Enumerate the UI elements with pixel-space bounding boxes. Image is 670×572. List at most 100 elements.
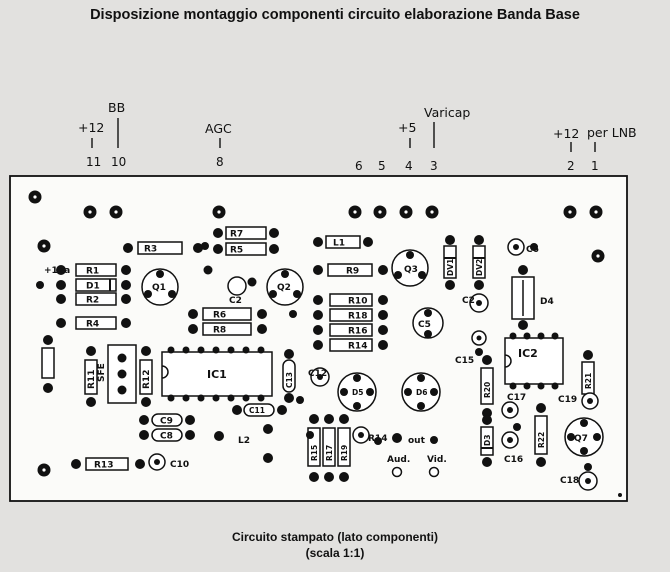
label-r14: R14 [348, 342, 367, 352]
label-d6: D6 [416, 388, 427, 397]
label-c8: C8 [160, 432, 173, 442]
capacitor-c6: C6 [507, 238, 539, 256]
label-d5: D5 [352, 388, 363, 397]
capacitor-c16: C16 [501, 423, 523, 465]
label-c16: C16 [504, 455, 523, 465]
signal-bb: BB [108, 100, 125, 115]
diagram-title: Disposizione montaggio componenti circui… [90, 7, 580, 23]
resistor-r1: R1 [56, 263, 131, 277]
varicap-dv2: DV2 [472, 235, 486, 290]
pin-number: 5 [378, 159, 386, 173]
resistor-r7: R7 [213, 226, 279, 240]
resistor-r22: R22 [534, 403, 548, 467]
capacitor-c11: C11 [232, 403, 287, 417]
label-c5: C5 [418, 320, 431, 330]
label-r22: R22 [537, 432, 546, 448]
label-plus12a: +12a [44, 266, 70, 276]
signal-agc: AGC [205, 121, 232, 136]
resistor-r2: R2 [56, 292, 131, 306]
capacitors: C2 C6 C2 C5 C15 [139, 238, 599, 491]
pin-number: 6 [355, 159, 363, 173]
resistor-r19: R19 [337, 414, 351, 482]
label-dv2: DV2 [475, 259, 484, 276]
pin-number: 11 [86, 155, 101, 169]
label-c6: C6 [526, 245, 539, 255]
label-r2: R2 [86, 296, 99, 306]
label-q7: Q7 [574, 434, 588, 444]
transistors: Q1 Q2 Q3 D5 D6 [141, 249, 604, 457]
label-r10: R10 [348, 297, 367, 307]
label-r19: R19 [340, 445, 349, 461]
varicap-dv1: DV1 [443, 235, 457, 290]
label-l2: L2 [238, 436, 250, 446]
label-c17: C17 [507, 393, 526, 403]
resistor-r3: R3 [123, 241, 203, 255]
resistor-r12: R12 [139, 346, 153, 407]
label-c19: C19 [558, 395, 577, 405]
extra-pads [36, 242, 622, 497]
label-ic1: IC1 [207, 368, 227, 381]
label-vid: Vid. [427, 455, 447, 465]
capacitor-c17: C17 [501, 393, 526, 419]
label-r3: R3 [144, 245, 157, 255]
resistor-r9: R9 [313, 263, 388, 277]
label-ic2: IC2 [518, 347, 538, 360]
diode-d4: D4 [511, 265, 554, 330]
pin-number: 1 [591, 159, 599, 173]
label-dv1: DV1 [446, 259, 455, 276]
resistors: R3 R7 R5 R1 D1 [56, 226, 388, 471]
resistor-r15: R15 [307, 414, 321, 482]
pin-number: 2 [567, 159, 575, 173]
resistor-r16: R16 [313, 323, 388, 337]
connector-pads [28, 190, 605, 477]
signal-per-lnb: per LNB [587, 125, 637, 140]
inductor-l2: L2 [214, 424, 273, 463]
resistor-r10: R10 [313, 293, 388, 307]
label-c10: C10 [170, 460, 189, 470]
label-c11: C11 [249, 406, 265, 415]
diode-d1: D1 [56, 278, 131, 292]
resistor-r13: R13 [71, 457, 145, 471]
ic2: IC2 [504, 332, 564, 390]
label-r13: R13 [94, 461, 113, 471]
pin-number: 3 [430, 159, 438, 173]
caption-line-2: (scala 1:1) [305, 546, 365, 560]
label-aud: Aud. [387, 455, 410, 465]
label-r16: R16 [348, 327, 367, 337]
transistor-q5: D5 [337, 372, 377, 412]
label-r8: R8 [213, 326, 226, 336]
label-q2: Q2 [277, 283, 291, 293]
diode-d3: D3 [480, 415, 494, 467]
transistor-q3: Q3 [391, 249, 429, 287]
resistor-r20: R20 [480, 355, 494, 418]
pin-number: 10 [111, 155, 126, 169]
resistor-r17: R17 [322, 414, 336, 482]
filter-sfe: SFE [97, 344, 137, 404]
label-r6: R6 [213, 311, 226, 321]
label-r17: R17 [325, 445, 334, 461]
vertical-components: R11 R12 SFE C13 [41, 235, 595, 482]
resistor-r5: R5 [213, 242, 279, 256]
capacitor-c2-left: C2 [203, 265, 257, 306]
resistor-r4: R4 [56, 316, 131, 330]
resistor-r8: R8 [188, 322, 267, 336]
label-r18: R18 [348, 312, 367, 322]
capacitor-c12: C12 [308, 367, 330, 387]
capacitor-c13: C13 [282, 349, 296, 403]
ic1: IC1 [161, 346, 273, 402]
label-q1: Q1 [152, 283, 166, 293]
label-r14-small: R14 [368, 434, 387, 444]
resistor-r11: R11 [84, 346, 98, 407]
capacitor-c10: C10 [148, 453, 189, 471]
resistor-r18: R18 [313, 308, 388, 322]
connector-signal-labels: BB +12 AGC +5 Varicap +12 per LNB [78, 100, 637, 141]
resistor-r6: R6 [188, 307, 267, 321]
label-c12: C12 [308, 369, 327, 379]
label-r7: R7 [230, 230, 243, 240]
label-l1: L1 [333, 239, 345, 249]
label-sfe: SFE [97, 363, 107, 382]
label-c18: C18 [560, 476, 579, 486]
label-r20: R20 [483, 382, 492, 398]
